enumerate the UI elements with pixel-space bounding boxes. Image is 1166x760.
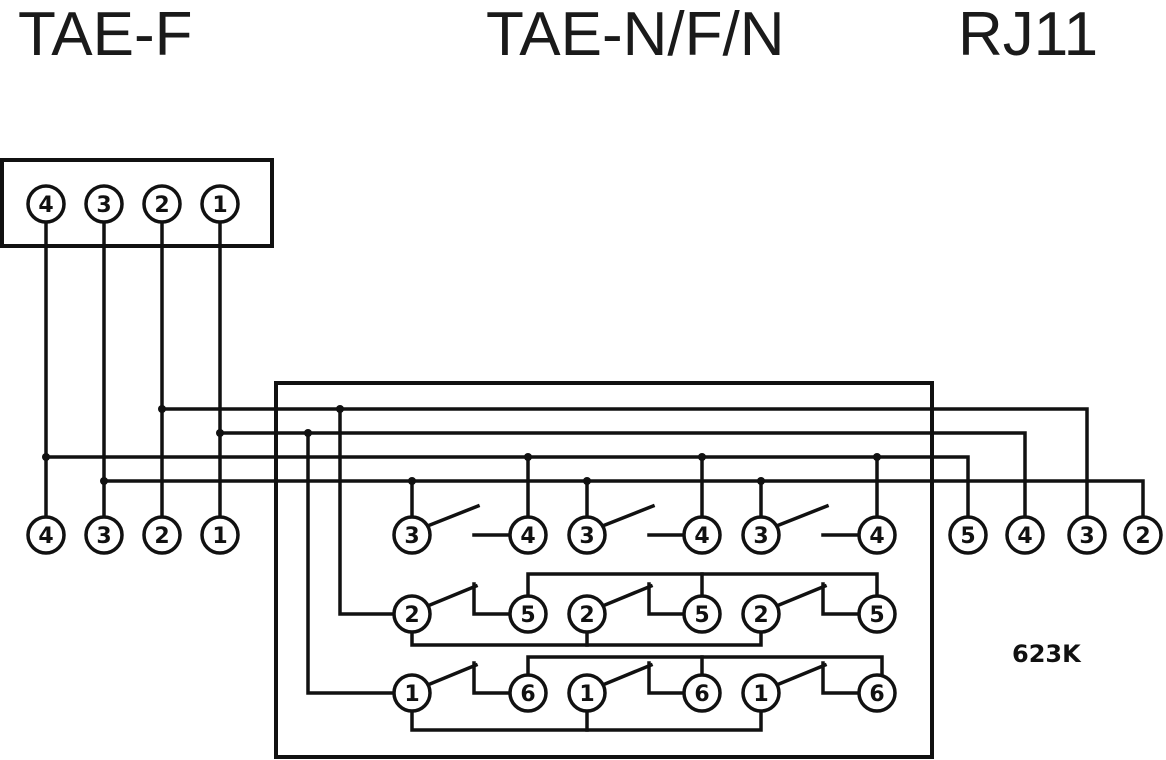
svg-text:4: 4: [38, 524, 53, 549]
switch-row-1: [427, 503, 859, 537]
pin-terminal: 1: [741, 673, 781, 713]
svg-text:3: 3: [753, 524, 768, 549]
pin-terminal: 1: [567, 673, 607, 713]
svg-text:4: 4: [694, 524, 709, 549]
svg-text:5: 5: [960, 524, 975, 549]
svg-text:5: 5: [694, 603, 709, 628]
tae-f-vertical-wires: [44, 220, 222, 519]
svg-text:4: 4: [869, 524, 884, 549]
svg-text:2: 2: [404, 603, 419, 628]
rj11-pins: 5 4 3 2: [948, 515, 1163, 555]
svg-text:5: 5: [520, 603, 535, 628]
pin-terminal: 5: [857, 594, 897, 634]
svg-text:2: 2: [154, 524, 169, 549]
title-rj11: RJ11: [958, 0, 1098, 69]
tae-f-plug-box: [0, 158, 274, 248]
svg-text:4: 4: [38, 193, 53, 218]
socket-row-3-pins: 1 6 1 6 1 6: [392, 673, 897, 713]
svg-text:2: 2: [579, 603, 594, 628]
pin-terminal: 4: [857, 515, 897, 555]
svg-text:3: 3: [1079, 524, 1094, 549]
tae-f-bottom-pins: 4 3 2 1: [26, 515, 240, 555]
pin-terminal: 3: [392, 515, 432, 555]
tae-nfn-socket-box: [274, 381, 934, 759]
switch-row-3: [410, 655, 884, 732]
svg-text:2: 2: [753, 603, 768, 628]
pin-terminal: 4: [682, 515, 722, 555]
pin-terminal: 5: [682, 594, 722, 634]
pin-terminal: 3: [84, 184, 124, 224]
pin-terminal: 6: [682, 673, 722, 713]
svg-text:1: 1: [212, 524, 227, 549]
svg-text:6: 6: [869, 682, 884, 707]
socket-row-1-pins: 3 4 3 4 3 4: [392, 515, 897, 555]
svg-text:5: 5: [869, 603, 884, 628]
svg-text:1: 1: [579, 682, 594, 707]
pin-terminal: 6: [857, 673, 897, 713]
svg-text:3: 3: [404, 524, 419, 549]
svg-text:6: 6: [520, 682, 535, 707]
pin-terminal: 6: [508, 673, 548, 713]
svg-text:3: 3: [96, 524, 111, 549]
svg-text:1: 1: [404, 682, 419, 707]
pin-terminal: 3: [567, 515, 607, 555]
title-tae-f: TAE-F: [18, 0, 193, 69]
svg-text:1: 1: [753, 682, 768, 707]
bus-wires: [44, 407, 1145, 518]
pin-terminal: 1: [392, 673, 432, 713]
svg-text:4: 4: [1017, 524, 1032, 549]
pin-terminal: 2: [1123, 515, 1163, 555]
pin-terminal: 4: [26, 184, 66, 224]
pin-terminal: 3: [741, 515, 781, 555]
pin-terminal: 3: [84, 515, 124, 555]
svg-text:3: 3: [579, 524, 594, 549]
svg-text:3: 3: [96, 193, 111, 218]
svg-text:1: 1: [212, 193, 227, 218]
pin-terminal: 2: [392, 594, 432, 634]
tae-f-header-pins: 4 3 2 1: [26, 184, 240, 224]
pin-terminal: 2: [567, 594, 607, 634]
pin-terminal: 2: [142, 184, 182, 224]
pin-terminal: 4: [26, 515, 66, 555]
pin-terminal: 4: [1005, 515, 1045, 555]
pin-terminal: 3: [1067, 515, 1107, 555]
pin-terminal: 2: [741, 594, 781, 634]
pin-terminal: 1: [200, 515, 240, 555]
svg-text:6: 6: [694, 682, 709, 707]
svg-text:4: 4: [520, 524, 535, 549]
svg-text:2: 2: [1135, 524, 1150, 549]
pin-terminal: 2: [142, 515, 182, 555]
pin-terminal: 1: [200, 184, 240, 224]
junction-dots: [42, 405, 881, 485]
pin-terminal: 4: [508, 515, 548, 555]
pin-terminal: 5: [508, 594, 548, 634]
socket-row-2-pins: 2 5 2 5 2 5: [392, 594, 897, 634]
switch-row-2: [410, 572, 879, 647]
pin-terminal: 5: [948, 515, 988, 555]
internal-feed-wires: [306, 407, 879, 695]
title-tae-nfn: TAE-N/F/N: [486, 0, 785, 69]
svg-text:2: 2: [154, 193, 169, 218]
part-code-label: 623K: [1012, 640, 1082, 668]
